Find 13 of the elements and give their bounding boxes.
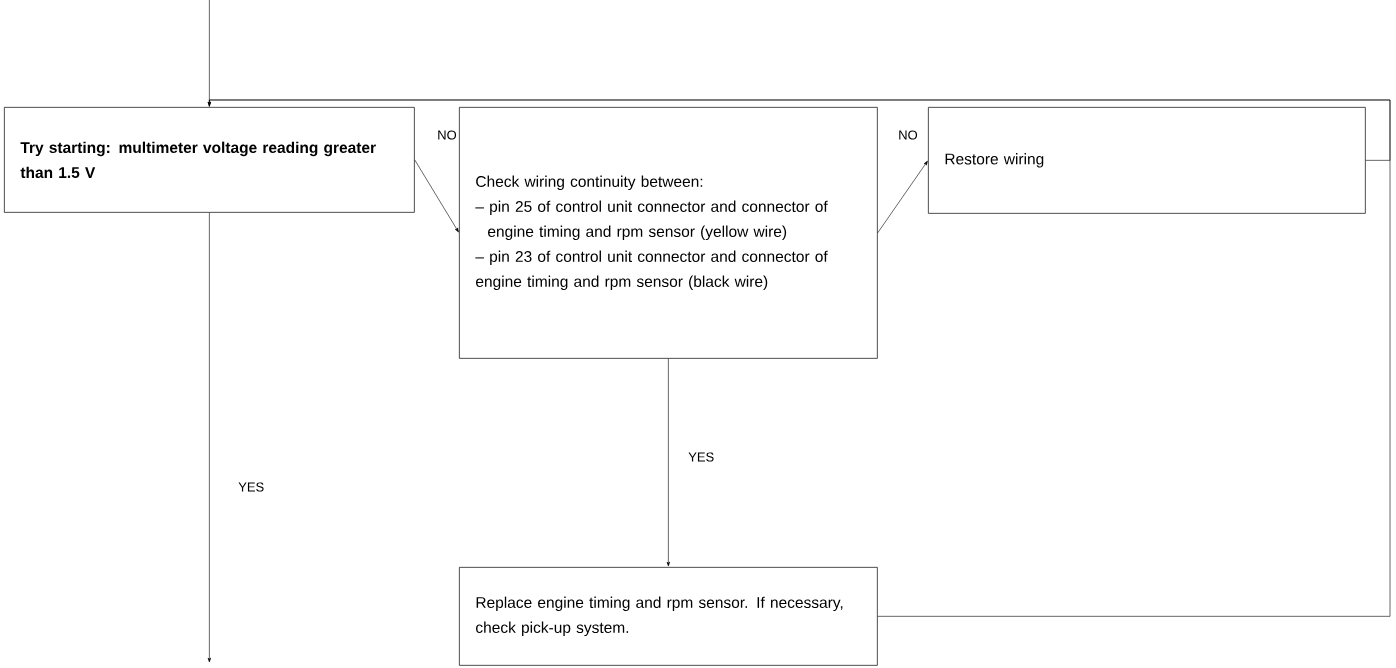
edge-label: YES: [687, 451, 716, 463]
arrow: [207, 212, 211, 663]
process-box: Check wiring continuity between: – pin 25 of control unit connector and connector of engine timing and rpm sensor (yellow wire) – pin 23 of control unit connector and connector of engine timing and rpm sensor (black wire): [459, 107, 878, 359]
edge-label: NO: [897, 129, 919, 141]
arrow: [414, 159, 459, 233]
process-box: Restore wiring: [928, 107, 1366, 214]
arrow: [207, 99, 1391, 617]
edge-label: NO: [436, 129, 458, 141]
process-box: Replace engine timing and rpm sensor. If necessary, check pick-up system.: [459, 567, 878, 666]
edge-label: YES: [237, 481, 266, 493]
arrow: [666, 358, 670, 567]
arrow: [877, 160, 928, 234]
process-box: Try starting: multimeter voltage reading greater than 1.5 V: [4, 107, 415, 213]
